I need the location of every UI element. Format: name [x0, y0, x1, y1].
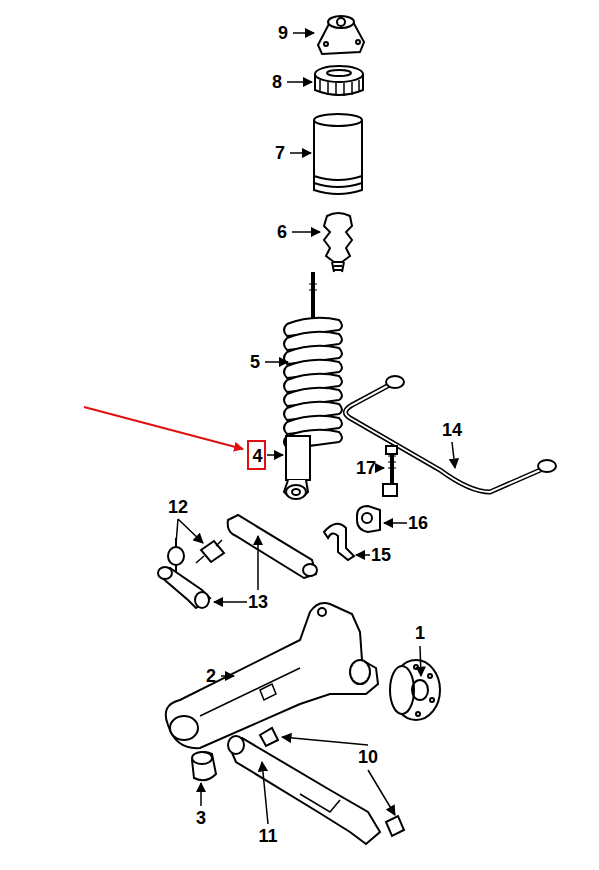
strut-mount: [318, 16, 364, 54]
callout-number: 3: [196, 809, 206, 827]
highlighted-callout: 4: [247, 440, 266, 470]
callout-number: 1: [415, 624, 425, 642]
callout-number: 15: [371, 546, 391, 564]
callout-number: 17: [356, 459, 376, 477]
wheel-hub: [390, 660, 440, 720]
trailing-arm-bushing: [192, 752, 216, 780]
leader-lines: [176, 33, 455, 824]
callout-number: 13: [248, 593, 268, 611]
stabilizer-link: [383, 446, 397, 496]
callout-number: 8: [272, 73, 282, 91]
bushing-bracket: [324, 524, 354, 560]
control-arms: [158, 515, 317, 608]
pointer-arrow: [84, 407, 243, 449]
shock-absorber: [284, 436, 310, 499]
stabilizer-bushing: [357, 506, 380, 532]
lower-control-arm: [228, 728, 404, 844]
callout-number: 6: [277, 223, 287, 241]
spring-seat: [315, 66, 363, 96]
coil-spring: [309, 272, 317, 318]
callout-number: 2: [206, 667, 216, 685]
callout-number: 9: [278, 24, 288, 42]
callout-number: 16: [408, 514, 428, 532]
coil-windings: [284, 318, 342, 448]
callout-number: 12: [168, 498, 188, 516]
stabilizer-bar: [345, 376, 556, 492]
callout-number: 11: [258, 827, 277, 845]
callout-number: 10: [358, 748, 378, 766]
callout-number: 5: [250, 353, 260, 371]
bump-stop: [324, 213, 352, 272]
callout-number: 4: [253, 446, 263, 466]
callout-number: 14: [442, 421, 462, 439]
callout-number: 7: [275, 144, 285, 162]
trailing-arm: [166, 603, 378, 748]
dust-boot: [314, 114, 362, 194]
